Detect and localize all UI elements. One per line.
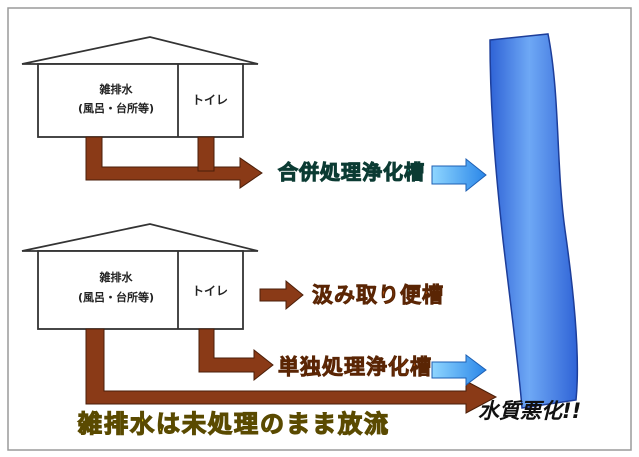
water-degradation-label: 水質悪化!! — [478, 399, 582, 423]
arrow-single-to-river — [431, 354, 487, 386]
combined-tank-label: 合併処理浄化槽 — [278, 160, 425, 184]
house-top-room-label: 雑排水 — [99, 83, 133, 96]
house-top-body — [37, 63, 244, 138]
house-bottom-body — [37, 250, 244, 330]
house-bottom-room-sublabel: (風呂・台所等) — [77, 291, 155, 304]
house-top-room-sublabel: (風呂・台所等) — [77, 102, 155, 115]
untreated-discharge-label: 雑排水は未処理のまま放流 — [77, 410, 390, 438]
pit-toilet-label: 汲み取り便槽 — [312, 283, 444, 307]
pipe-single-tank — [198, 328, 274, 382]
house-bottom-toilet-label: トイレ — [191, 284, 228, 298]
house-top-toilet-label: トイレ — [191, 93, 228, 107]
house-bottom — [21, 223, 259, 330]
single-tank-label: 単独処理浄化槽 — [278, 355, 432, 379]
pipe-pit-toilet — [259, 279, 304, 311]
house-bottom-room-label: 雑排水 — [99, 271, 133, 284]
river — [489, 33, 579, 409]
pipe-untreated — [85, 328, 498, 414]
pipe-combined — [85, 136, 263, 189]
house-top — [21, 36, 259, 138]
arrow-combined-to-river — [431, 157, 487, 193]
